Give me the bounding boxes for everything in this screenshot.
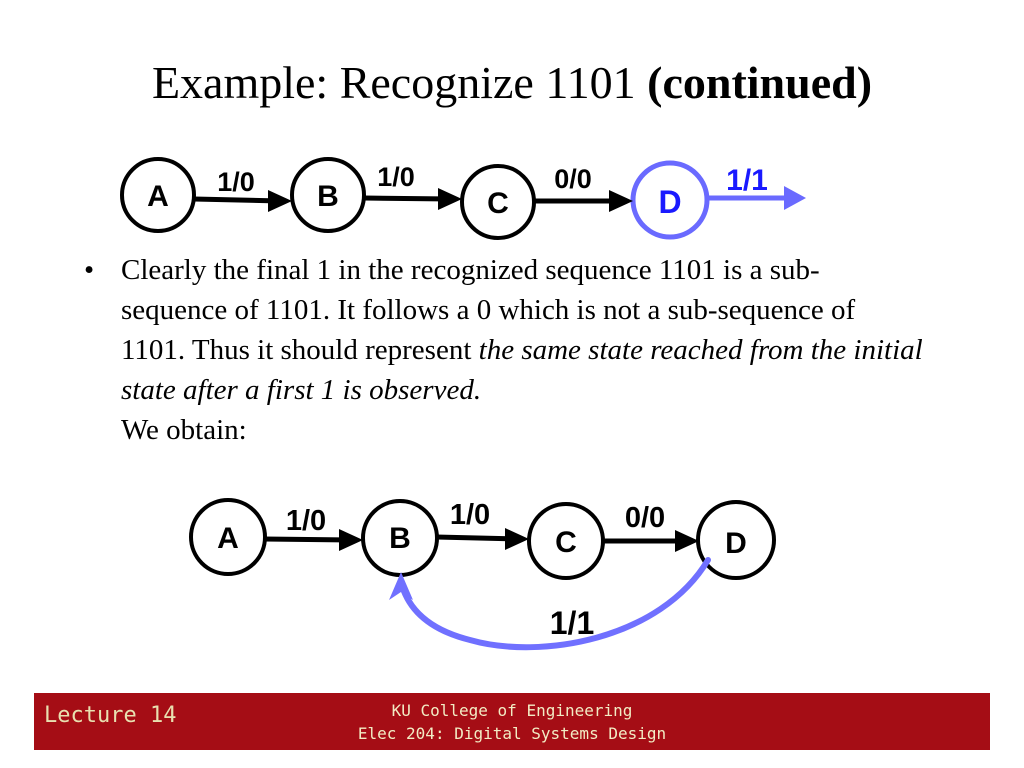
title-main: Example: Recognize 1101 xyxy=(151,57,648,108)
transition-a-b: 1/0 xyxy=(193,167,292,212)
title-emphasis: (continued) xyxy=(647,57,873,108)
transition-c-d-label: 0/0 xyxy=(554,164,592,194)
state-a-full: A xyxy=(189,498,267,576)
state-d-label: D xyxy=(658,184,681,220)
bullet-text-before: Clearly the final 1 in the recognized se… xyxy=(121,254,856,366)
state-a: A xyxy=(120,157,196,233)
state-a-label: A xyxy=(147,180,169,213)
state-diagram-partial: A B C D 1/0 1/0 0/0 1/1 xyxy=(120,157,806,240)
bullet-text-after: We obtain: xyxy=(121,414,247,446)
state-b-label: B xyxy=(317,180,339,213)
state-c-full: C xyxy=(527,502,605,580)
transition-c-d: 0/0 xyxy=(534,164,633,212)
transition-d-b-feedback-label: 1/1 xyxy=(550,605,594,641)
footer-lecture: Lecture 14 xyxy=(44,703,177,728)
state-d: D xyxy=(630,160,710,240)
footer-course: Elec 204: Digital Systems Design xyxy=(357,724,667,743)
state-c-full-label: C xyxy=(555,526,577,559)
bullet-text: Clearly the final 1 in the recognized se… xyxy=(121,250,924,450)
footer-bar: Lecture 14 KU College of Engineering Ele… xyxy=(34,693,990,750)
transition-c-d-full: 0/0 xyxy=(602,502,699,552)
state-d-full-label: D xyxy=(725,527,747,560)
transition-b-c-full-label: 1/0 xyxy=(450,499,490,531)
state-c-label: C xyxy=(487,187,509,220)
state-b-full: B xyxy=(361,499,439,577)
slide-title: Example: Recognize 1101 (continued) xyxy=(0,56,1024,109)
transition-d-output: 1/1 xyxy=(707,164,806,210)
transition-a-b-full: 1/0 xyxy=(263,505,363,551)
transition-b-c: 1/0 xyxy=(363,162,462,210)
transition-d-b-feedback: 1/1 xyxy=(389,557,711,651)
transition-b-c-label: 1/0 xyxy=(377,162,415,192)
transition-a-b-label: 1/0 xyxy=(217,167,255,197)
bullet-text-italic: the same state reached from the initial … xyxy=(121,334,923,406)
state-a-full-label: A xyxy=(217,522,239,555)
transition-b-c-full: 1/0 xyxy=(435,499,529,550)
transition-a-b-full-label: 1/0 xyxy=(286,505,326,537)
state-b-full-label: B xyxy=(389,522,411,555)
state-c: C xyxy=(460,164,536,240)
transition-d-output-label: 1/1 xyxy=(726,164,768,197)
state-b: B xyxy=(290,157,366,233)
bullet-point: • Clearly the final 1 in the recognized … xyxy=(84,250,924,450)
bullet-marker: • xyxy=(84,254,95,286)
transition-c-d-full-label: 0/0 xyxy=(625,502,665,534)
footer-college: KU College of Engineering xyxy=(391,701,633,720)
state-d-full: D xyxy=(696,500,776,580)
